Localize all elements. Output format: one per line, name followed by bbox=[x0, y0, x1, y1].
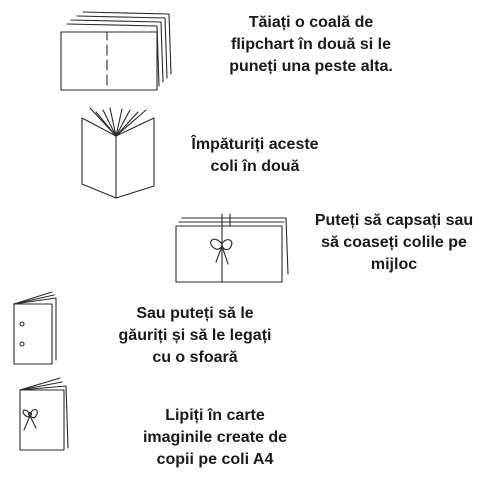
step-2-text: Împăturiți aceste coli în două bbox=[191, 136, 319, 175]
step-5-text: Lipiți în carte imaginile create de copi… bbox=[142, 407, 288, 468]
tied-booklet-icon bbox=[8, 376, 80, 456]
punched-holes-booklet-icon bbox=[4, 290, 64, 370]
step-3-text: Puteți să capsați sau să coaseți colile … bbox=[314, 212, 474, 273]
stapled-booklet-icon bbox=[170, 212, 295, 287]
step-4-text: Sau puteți să le găuriți și să le legați… bbox=[118, 305, 272, 366]
folded-booklet-icon bbox=[76, 106, 166, 201]
step-1-text: Tăiați o coală de flipchart în două si l… bbox=[229, 14, 393, 75]
stacked-paper-sheets-icon bbox=[55, 10, 175, 95]
